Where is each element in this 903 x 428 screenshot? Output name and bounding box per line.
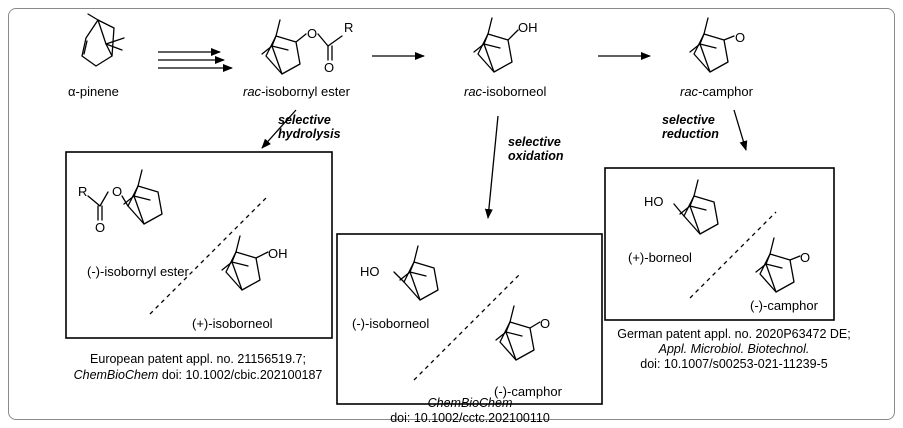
box3-label-a: (+)-borneol xyxy=(628,250,692,265)
rac-isoborneol-label: rac-isoborneol xyxy=(464,84,546,99)
scheme-frame xyxy=(8,8,895,420)
box1-isobornyl-ester-structure: O R O xyxy=(78,169,163,235)
box2-divider xyxy=(413,273,521,381)
svg-text:HO: HO xyxy=(360,264,380,279)
box-oxidation-products xyxy=(336,233,603,405)
svg-text:O: O xyxy=(95,220,105,235)
alpha-pinene-structure xyxy=(81,13,125,67)
hydrolysis-arrow xyxy=(261,109,297,149)
box1-isoborneol-structure: OH xyxy=(221,235,288,291)
rac-isobornyl-ester-label: rac-isobornyl ester xyxy=(243,84,351,99)
box3-divider xyxy=(689,211,777,299)
rac-isobornyl-ester-structure: O R O xyxy=(261,19,353,75)
camphor-carbonyl-oxygen: O xyxy=(735,30,745,45)
reduction-arrow xyxy=(733,109,748,151)
svg-text:R: R xyxy=(78,184,87,199)
hydrolysis-label-1: selective xyxy=(278,113,331,127)
box2-ref-2: doi: 10.1002/cctc.202100110 xyxy=(390,411,550,425)
box3-label-b: (-)-camphor xyxy=(750,298,819,313)
box2-camphor-structure: O xyxy=(495,305,550,361)
box1-divider xyxy=(149,195,269,315)
rac-camphor-structure: O xyxy=(689,17,745,73)
reduction-label-2: reduction xyxy=(662,127,719,141)
box-hydrolysis-products xyxy=(65,151,333,339)
box2-ref-1: ChemBioChem xyxy=(428,396,513,410)
svg-text:OH: OH xyxy=(268,246,288,261)
box-reduction-products xyxy=(604,167,835,321)
box3-ref-2: Appl. Microbiol. Biotechnol. xyxy=(658,342,810,356)
oxidation-arrow xyxy=(484,115,499,219)
oxidation-label-1: selective xyxy=(508,135,561,149)
box2-label-b: (-)-camphor xyxy=(494,384,563,399)
box2-label-a: (-)-isoborneol xyxy=(352,316,429,331)
oxidation-label-2: oxidation xyxy=(508,149,564,163)
box3-camphor-structure: O xyxy=(755,237,810,293)
box3-ref-3: doi: 10.1007/s00253-021-11239-5 xyxy=(640,357,827,371)
svg-text:O: O xyxy=(540,316,550,331)
rac-camphor-label: rac-camphor xyxy=(680,84,754,99)
rac-isoborneol-structure: OH xyxy=(473,17,538,73)
reduction-label-1: selective xyxy=(662,113,715,127)
box1-label-a: (-)-isobornyl ester xyxy=(87,264,190,279)
box3-borneol-structure: HO xyxy=(644,179,719,235)
ester-oxygen-atom: O xyxy=(307,26,317,41)
hydrolysis-label-2: hydrolysis xyxy=(278,127,341,141)
multistep-arrows xyxy=(158,48,233,72)
box2-isoborneol-structure: HO xyxy=(360,245,439,301)
box1-ref-2: ChemBioChem doi: 10.1002/cbic.202100187 xyxy=(74,368,323,382)
box3-ref-1: German patent appl. no. 2020P63472 DE; xyxy=(617,327,851,341)
isoborneol-hydroxyl: OH xyxy=(518,20,538,35)
alpha-pinene-label: α-pinene xyxy=(68,84,119,99)
svg-text:O: O xyxy=(112,184,122,199)
ester-r-group: R xyxy=(344,20,353,35)
box1-ref-1: European patent appl. no. 21156519.7; xyxy=(90,352,306,366)
ester-carbonyl-oxygen: O xyxy=(324,60,334,75)
box1-label-b: (+)-isoborneol xyxy=(192,316,273,331)
svg-text:HO: HO xyxy=(644,194,664,209)
svg-text:O: O xyxy=(800,250,810,265)
